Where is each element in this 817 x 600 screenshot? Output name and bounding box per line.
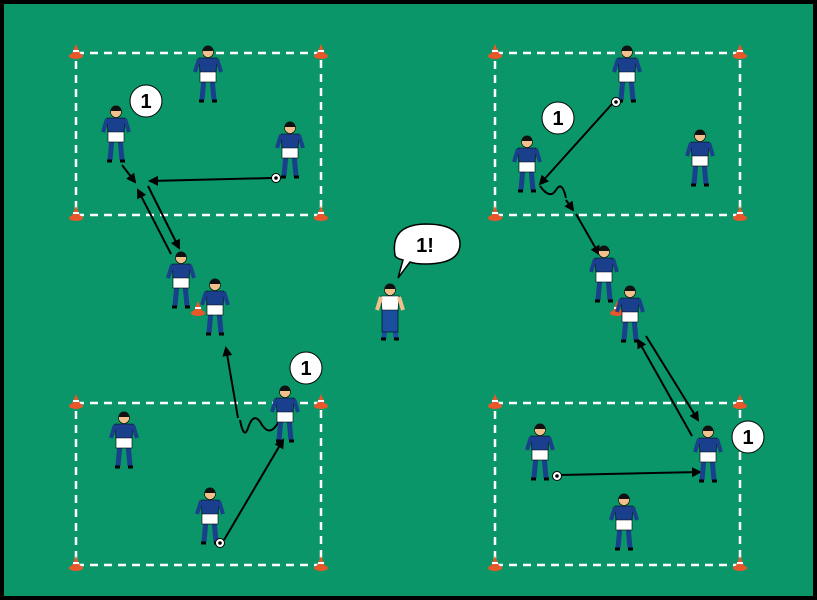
number-label: 1: [289, 351, 323, 385]
player: [166, 251, 196, 309]
cone-icon: [69, 556, 83, 571]
cone-icon: [733, 394, 747, 409]
arrow: [223, 438, 285, 541]
pass-arrows: [121, 103, 702, 541]
player: [195, 487, 225, 545]
number-label: 1: [129, 84, 163, 118]
cone-icon: [69, 206, 83, 221]
ball-icon: [271, 173, 281, 183]
player: [612, 45, 642, 103]
arrow: [121, 164, 137, 184]
arrow: [637, 338, 693, 437]
grid-box: [493, 401, 742, 567]
cone-icon: [69, 44, 83, 59]
cone-icon: [314, 44, 328, 59]
grid-box: [74, 401, 323, 567]
player: [609, 493, 639, 551]
player: [589, 245, 619, 303]
cone-icon: [488, 556, 502, 571]
cone-icon: [733, 44, 747, 59]
svg-text:1: 1: [552, 108, 563, 130]
player: [109, 411, 139, 469]
coach: [375, 283, 405, 341]
cone-icon: [191, 301, 205, 316]
number-label: 1: [541, 101, 575, 135]
arrow: [222, 346, 239, 419]
arrow: [538, 103, 613, 186]
player: [693, 425, 723, 483]
cone-icon: [314, 556, 328, 571]
pitch: [4, 4, 813, 596]
dribble-line: [539, 185, 567, 199]
speech-bubble: 1!: [393, 223, 461, 279]
cone-icon: [488, 44, 502, 59]
coach-speech-text: 1!: [416, 235, 434, 257]
grid-box: [493, 51, 742, 217]
cone-icon: [733, 206, 747, 221]
players: [101, 45, 723, 551]
cone-icon: [488, 394, 502, 409]
svg-text:1: 1: [742, 427, 753, 449]
cone-icon: [314, 206, 328, 221]
arrow: [575, 213, 600, 256]
ball-icon: [552, 471, 562, 481]
svg-text:1: 1: [140, 91, 151, 113]
arrow: [147, 185, 180, 250]
cone-icon: [733, 556, 747, 571]
arrow: [645, 335, 700, 422]
arrow: [148, 175, 273, 186]
grid-box: [74, 51, 323, 217]
ball-icon: [215, 538, 225, 548]
player: [525, 423, 555, 481]
grid-areas: [69, 44, 747, 571]
svg-text:1: 1: [300, 358, 311, 380]
arrow: [564, 199, 575, 212]
player: [193, 45, 223, 103]
player: [685, 129, 715, 187]
dribble-line: [239, 413, 283, 434]
ball-icon: [611, 97, 621, 107]
arrow: [137, 188, 172, 255]
player: [270, 385, 300, 443]
player: [101, 105, 131, 163]
player: [512, 135, 542, 193]
player: [615, 285, 645, 343]
cone-icon: [488, 206, 502, 221]
player: [200, 278, 230, 336]
number-label: 1: [731, 420, 765, 454]
player: [275, 121, 305, 179]
cone-icon: [69, 394, 83, 409]
cone-icon: [314, 394, 328, 409]
arrow: [559, 467, 702, 478]
